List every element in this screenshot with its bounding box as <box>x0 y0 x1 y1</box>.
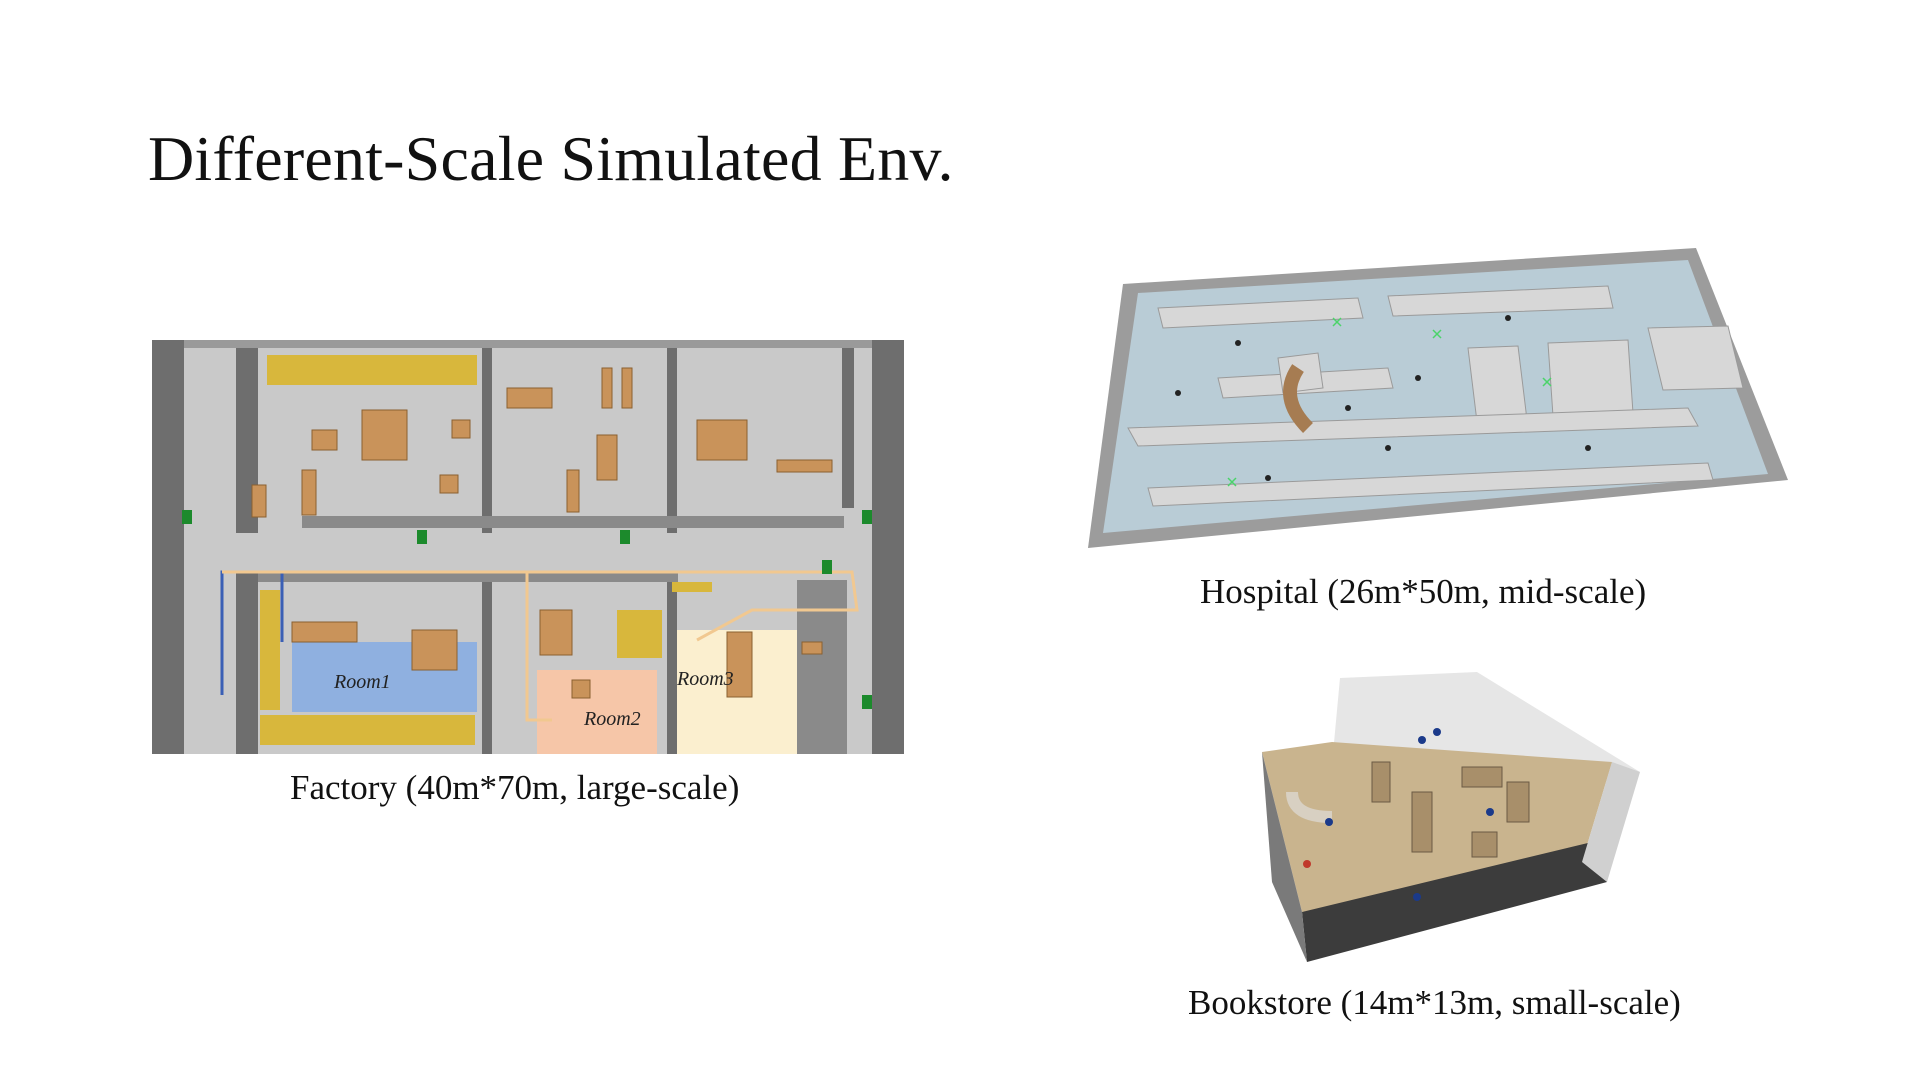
slide-title: Different-Scale Simulated Env. <box>148 123 954 194</box>
factory-map: Room1 Room2 Room3 <box>152 340 904 754</box>
room-label: Room2 <box>583 708 641 730</box>
room-label: Room1 <box>333 671 391 693</box>
room-label: Room3 <box>676 668 734 690</box>
factory-caption: Factory (40m*70m, large-scale) <box>290 768 740 807</box>
bookstore-render <box>1262 672 1640 962</box>
bookstore-caption: Bookstore (14m*13m, small-scale) <box>1188 983 1681 1022</box>
hospital-caption: Hospital (26m*50m, mid-scale) <box>1200 572 1647 611</box>
factory-floorplan-image: Room1 Room2 Room3 <box>152 340 904 754</box>
hospital-3d-image <box>1088 248 1788 548</box>
bookstore-3d-image <box>1262 672 1640 962</box>
hospital-render <box>1088 248 1788 558</box>
